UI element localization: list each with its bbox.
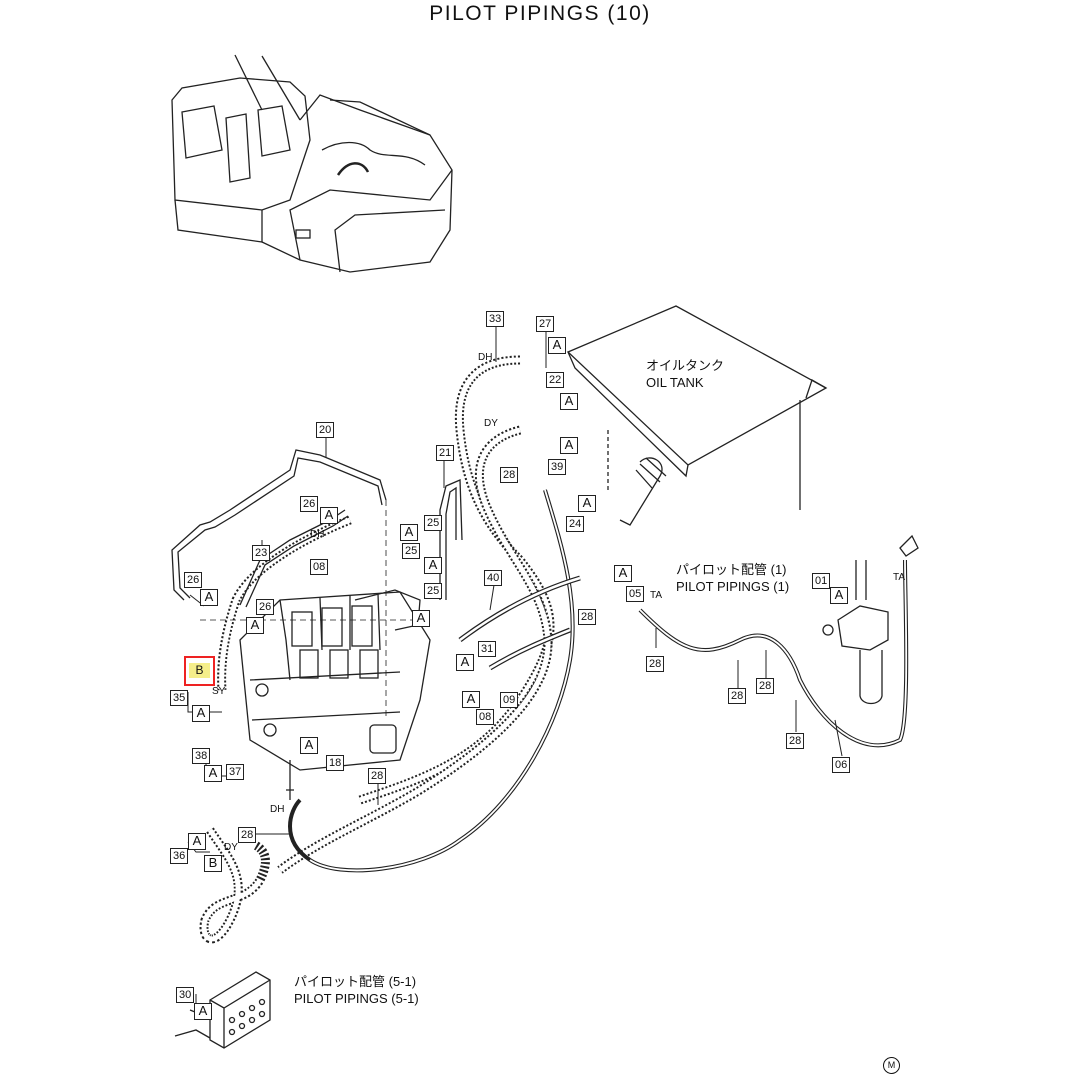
pilot-pipings-5-1-label-jp: パイロット配管 (5-1) xyxy=(294,974,417,989)
ref-a: A xyxy=(192,705,210,722)
ref-a: A xyxy=(200,589,218,606)
callout-09: 09 xyxy=(500,692,519,708)
ref-a: A xyxy=(400,524,418,541)
callout-24: 24 xyxy=(566,516,585,532)
ref-a: A xyxy=(462,691,480,708)
callout-28: 28 xyxy=(368,768,387,784)
callout-06: 06 xyxy=(832,757,851,773)
port-label: DH xyxy=(478,352,493,363)
port-label: SY xyxy=(212,686,226,697)
pilot-pipings-5-1-label: PILOT PIPINGS (5-1) xyxy=(294,991,419,1006)
callout-28: 28 xyxy=(728,688,747,704)
control-valve-drawing xyxy=(200,500,431,800)
callout-18: 18 xyxy=(326,755,345,771)
callout-28: 28 xyxy=(756,678,775,694)
ref-a: A xyxy=(578,495,596,512)
port-label: TA xyxy=(650,590,663,601)
callout-08: 08 xyxy=(476,709,495,725)
callout-40: 40 xyxy=(484,570,503,586)
callout-27: 27 xyxy=(536,316,555,332)
pilot-hoses xyxy=(199,355,909,944)
callout-38: 38 xyxy=(192,748,211,764)
ref-a: A xyxy=(424,557,442,574)
callout-25: 25 xyxy=(424,515,443,531)
oil-tank-label-jp: オイルタンク xyxy=(646,358,725,373)
callout-26: 26 xyxy=(256,599,275,615)
oil-tank-drawing xyxy=(566,305,828,526)
ref-a: A xyxy=(246,617,264,634)
callout-20: 20 xyxy=(316,422,335,438)
callout-37: 37 xyxy=(226,764,245,780)
callout-28: 28 xyxy=(500,467,519,483)
callout-28: 28 xyxy=(786,733,805,749)
ref-a: A xyxy=(830,587,848,604)
callout-25: 25 xyxy=(424,583,443,599)
callout-08: 08 xyxy=(310,559,329,575)
ref-a: A xyxy=(560,437,578,454)
ref-a: A xyxy=(456,654,474,671)
callout-31: 31 xyxy=(478,641,497,657)
page-title: PILOT PIPINGS (10) xyxy=(429,2,651,25)
pilot-pipings-1-label-jp: パイロット配管 (1) xyxy=(676,562,787,577)
callout-36: 36 xyxy=(170,848,189,864)
callout-35: 35 xyxy=(170,690,189,706)
callout-26: 26 xyxy=(184,572,203,588)
ref-a: A xyxy=(320,507,338,524)
steel-pipes xyxy=(171,449,463,608)
ref-b: B xyxy=(204,855,222,872)
ref-a: A xyxy=(188,833,206,850)
port-label: DH xyxy=(270,804,285,815)
port-label: DY xyxy=(224,842,238,853)
ref-a: A xyxy=(204,765,222,782)
pilot-filter-drawing xyxy=(822,534,919,705)
highlighted-ref-label: B xyxy=(189,663,210,678)
callout-21: 21 xyxy=(436,445,455,461)
callout-05: 05 xyxy=(626,586,645,602)
excavator-inset-drawing xyxy=(171,54,453,273)
ref-a: A xyxy=(300,737,318,754)
callout-01: 01 xyxy=(812,573,831,589)
callout-28: 28 xyxy=(646,656,665,672)
callout-33: 33 xyxy=(486,311,505,327)
port-label: TA xyxy=(893,572,906,583)
ref-a: A xyxy=(548,337,566,354)
callout-25: 25 xyxy=(402,543,421,559)
pilot-pipings-1-label: PILOT PIPINGS (1) xyxy=(676,579,790,594)
ref-a: A xyxy=(194,1003,212,1020)
callout-23: 23 xyxy=(252,545,271,561)
ref-a: A xyxy=(614,565,632,582)
callout-28: 28 xyxy=(578,609,597,625)
callout-26: 26 xyxy=(300,496,319,512)
port-label: DY xyxy=(484,418,498,429)
callout-39: 39 xyxy=(548,459,567,475)
highlighted-ref-b[interactable]: B xyxy=(184,656,215,686)
port-label: DH xyxy=(310,529,325,540)
callout-30: 30 xyxy=(176,987,195,1003)
callout-28: 28 xyxy=(238,827,257,843)
m-mark: M xyxy=(883,1057,900,1074)
callout-22: 22 xyxy=(546,372,565,388)
ref-a: A xyxy=(560,393,578,410)
ref-a: A xyxy=(412,610,430,627)
pilot-block-drawing xyxy=(174,971,271,1049)
oil-tank-label: OIL TANK xyxy=(646,375,704,390)
